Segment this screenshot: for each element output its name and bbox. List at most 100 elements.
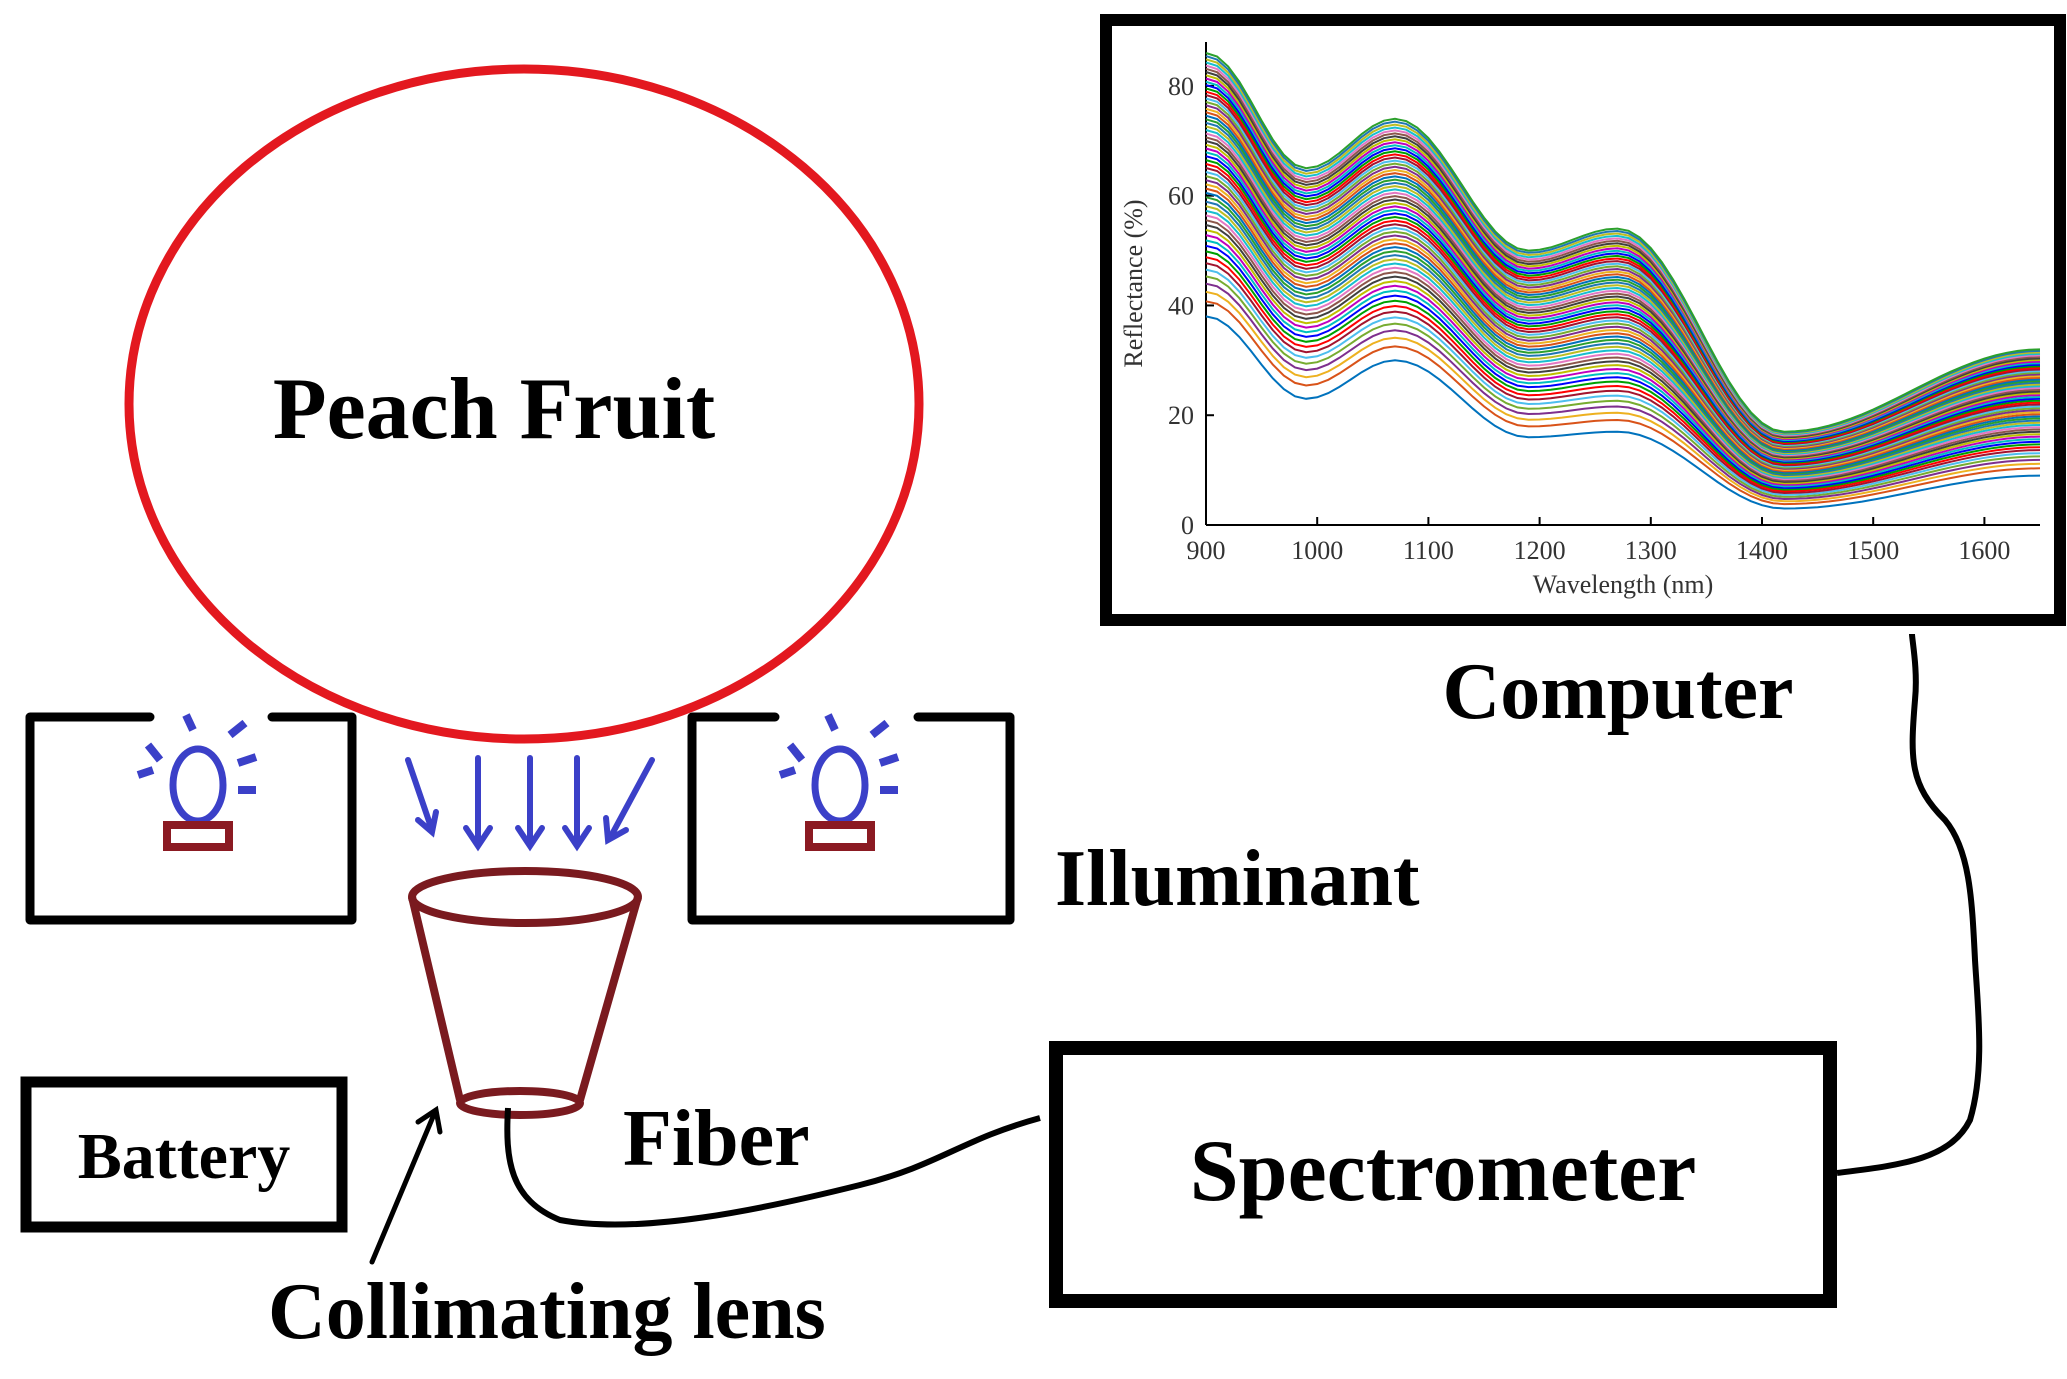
spectrum-series-line <box>1205 300 2041 506</box>
spectrum-series-line <box>1205 77 2041 441</box>
peach-fruit-outline <box>124 64 924 744</box>
illuminant-label: Illuminant <box>1055 835 1420 923</box>
spectrum-series-line <box>1205 290 2041 503</box>
battery-box <box>20 1076 348 1233</box>
light-ray-arrow <box>515 755 545 852</box>
x-axis-label: Wavelength (nm) <box>1533 570 1714 599</box>
collimating-lens-label: Collimating lens <box>268 1268 826 1356</box>
spectrum-series-line <box>1205 64 2041 437</box>
y-tick-label: 0 <box>1181 511 1194 540</box>
spectrum-series-line <box>1205 239 2041 488</box>
spectrometer-label: Spectrometer <box>1190 1123 1697 1220</box>
spectrum-series-line <box>1205 143 2041 460</box>
spectrum-series-line <box>1205 167 2041 467</box>
spectrum-series-line <box>1205 262 2041 495</box>
light-ray-arrow <box>463 755 493 852</box>
spectrum-series-line <box>1205 71 2041 439</box>
light-ray-arrows <box>405 755 655 852</box>
spectrum-series-line <box>1205 104 2041 449</box>
spectrum-series-line <box>1205 140 2041 459</box>
spectrum-series-line <box>1205 268 2041 496</box>
y-tick-label: 20 <box>1168 401 1194 430</box>
spectrum-series-line <box>1205 58 2041 435</box>
spectrum-series-line <box>1205 52 2041 433</box>
spectrum-series-line <box>1205 224 2041 483</box>
spectrum-series-line <box>1205 74 2041 440</box>
spectrum-series-line <box>1205 159 2041 464</box>
spectrum-series-line <box>1205 97 2041 447</box>
spectrum-series-line <box>1205 107 2041 450</box>
x-tick-label: 1000 <box>1291 536 1343 565</box>
x-tick-label: 1600 <box>1958 536 2010 565</box>
lens-pointer-arrow <box>369 1105 443 1265</box>
spectrum-series-line <box>1205 132 2041 457</box>
spectrum-series-line <box>1205 67 2041 438</box>
spectrum-series-line <box>1205 214 2041 481</box>
spectrum-series-line <box>1205 209 2041 479</box>
computer-label: Computer <box>1442 648 1793 736</box>
spectrum-series-line <box>1205 229 2041 485</box>
spectrum-series-line <box>1205 111 2041 451</box>
x-tick-label: 1500 <box>1847 536 1899 565</box>
spectrum-series-line <box>1205 114 2041 452</box>
light-ray-arrow <box>562 755 592 852</box>
spectrum-series-line <box>1205 129 2041 456</box>
spectrum-series-line <box>1205 90 2041 445</box>
spectrum-series-line <box>1205 244 2041 489</box>
fiber-label: Fiber <box>623 1095 810 1183</box>
spectrum-series-line <box>1205 200 2041 477</box>
y-tick-label: 60 <box>1168 182 1194 211</box>
spectrum-series-line <box>1205 250 2041 491</box>
y-tick-label: 40 <box>1168 291 1194 320</box>
spectrometer-box <box>1049 1041 1837 1308</box>
spectrum-series-line <box>1205 183 2041 472</box>
spectrum-series-line <box>1205 205 2041 478</box>
reflectance-chart: 900 1000 1100 1200 1300 1400 1500 1600 0 20 40 60 80… <box>1119 42 2041 599</box>
spectrum-series-line <box>1205 179 2041 470</box>
illuminant-box-left <box>25 712 357 925</box>
light-ray-arrow <box>603 757 655 845</box>
spectrum-series-line <box>1205 136 2041 458</box>
light-ray-arrow <box>405 757 439 838</box>
spectrum-series-line <box>1205 256 2041 493</box>
spectrum-series-line <box>1205 55 2041 434</box>
spectrum-series-line <box>1205 87 2041 444</box>
spectrum-series-line <box>1205 196 2041 475</box>
battery-label: Battery <box>78 1120 291 1193</box>
y-tick-label: 80 <box>1168 72 1194 101</box>
x-tick-label: 1300 <box>1625 536 1677 565</box>
collimating-lens-icon <box>408 867 642 1119</box>
spectrum-series-line <box>1205 191 2041 474</box>
x-tick-label: 1400 <box>1736 536 1788 565</box>
y-axis-label: Reflectance (%) <box>1119 199 1148 367</box>
spectrum-series-line <box>1205 219 2041 482</box>
spectrum-series-line <box>1205 118 2041 453</box>
spectrum-series-line <box>1205 171 2041 468</box>
spectrum-series-line <box>1205 151 2041 462</box>
x-tick-label: 900 <box>1187 536 1226 565</box>
spectrum-series-line <box>1205 275 2041 498</box>
peach-fruit-label: Peach Fruit <box>273 361 715 458</box>
computer-cable <box>1836 633 1983 1176</box>
spectrum-series-line <box>1205 147 2041 461</box>
spectrum-series-line <box>1205 315 2041 510</box>
spectrum-series-line <box>1205 234 2041 486</box>
spectrum-series-line <box>1205 282 2041 501</box>
spectrum-series-line <box>1205 84 2041 443</box>
spectrum-series-line <box>1205 61 2041 436</box>
lamp-icon <box>136 713 258 851</box>
spectrum-series-line <box>1205 100 2041 448</box>
spectrum-series-line <box>1205 155 2041 463</box>
spectrum-series-line <box>1205 121 2041 454</box>
x-tick-label: 1200 <box>1514 536 1566 565</box>
spectrum-series-line <box>1205 80 2041 442</box>
spectrum-series-line <box>1205 94 2041 446</box>
x-tick-label: 1100 <box>1403 536 1454 565</box>
lamp-icon <box>778 713 900 851</box>
spectrum-series-line <box>1205 187 2041 473</box>
illuminant-box-right <box>687 712 1015 925</box>
spectrum-series-line <box>1205 125 2041 455</box>
spectrum-series-line <box>1205 163 2041 466</box>
fiber-cable <box>504 1107 1041 1228</box>
